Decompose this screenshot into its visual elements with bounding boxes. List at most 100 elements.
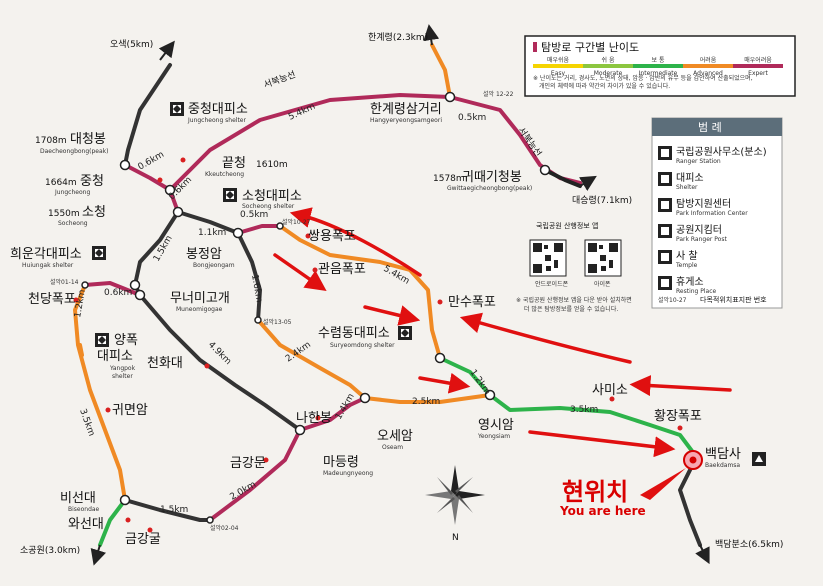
map-legend: 범 례 국립공원사무소(분소)Ranger Station대피소Shelter탐… (651, 117, 783, 309)
legend-item-english: Resting Place (676, 288, 717, 295)
node-huiungak (129, 279, 141, 291)
difficulty-level-label: 매우쉬움 (547, 56, 570, 64)
label-bongjeongam-en: Bongjeongam (193, 262, 235, 269)
label-jungcheong: 중청 (80, 174, 104, 189)
label-dist-2-5: 2.5km (412, 397, 440, 407)
label-cheonhwadae: 천화대 (147, 356, 183, 371)
qr-note-2: 더 많은 탐방정보를 얻을 수 있습니다. (524, 305, 618, 313)
label-biseondae-en: Biseondae (68, 506, 100, 513)
label-socheong: 소청 (82, 205, 106, 220)
trail-hangyeryeong-top (430, 43, 452, 99)
difficulty-level-swatch (533, 64, 583, 68)
ranger-station-icon-inner (661, 149, 669, 157)
label-baekdambunso: 백담분소(6.5km) (715, 538, 783, 550)
direction-arrows (90, 24, 710, 566)
trail-bongjeong-1027 (236, 224, 282, 235)
label-sign-12-22: 설악 12-22 (483, 90, 514, 98)
label-kkeutcheong-en: Kkeutcheong (205, 171, 244, 178)
info-center-icon-inner (661, 201, 669, 209)
trail-suryeom-yeongsi (438, 356, 492, 397)
legend-item-label: 국립공원사무소(분소) (676, 145, 767, 158)
difficulty-level-swatch (633, 64, 683, 68)
label-nahanbong: 나한봉 (296, 411, 332, 426)
legend-item-english: Ranger Station (676, 158, 721, 165)
label-you-are-here-en: You are here (559, 504, 646, 518)
trail-socheong-huiungak (133, 210, 180, 287)
arrow-to-mansu (363, 305, 421, 326)
trail-daecheong-jungcheong (123, 163, 172, 192)
temple-icon-inner (661, 253, 669, 261)
node-0204 (206, 516, 214, 524)
label-sign-10-27: 설악10-27 (282, 218, 311, 226)
label-kkeutcheong: 끝청 (222, 156, 246, 171)
legend-items: 국립공원사무소(분소)Ranger Station대피소Shelter탐방지원센… (658, 145, 767, 295)
label-dist-0-5a: 0.5km (458, 113, 486, 123)
label-dist-0-5b: 0.5km (240, 210, 268, 220)
arrow-to-suryeom (418, 372, 471, 394)
difficulty-note-1: ※ 난이도는 거리, 경사도, 노면의 상태, 암릉 · 암반의 유무 등을 감… (533, 74, 753, 82)
trail-oseam-yeongsi (363, 393, 492, 404)
difficulty-level-english: Expert (748, 70, 768, 77)
trail-baekdam-bunso (678, 458, 702, 547)
label-daecheong: 대청봉 (70, 132, 106, 147)
shelter-icon (223, 188, 237, 202)
node-1305 (254, 316, 262, 324)
label-compass-n: N (452, 533, 459, 543)
label-muneomi-en: Muneomigogae (176, 306, 223, 313)
node-suryeom (434, 352, 446, 364)
difficulty-note-2: 개인의 체력에 따라 약간의 차이가 있을 수 있습니다. (539, 82, 670, 90)
arrow-daeseung (579, 175, 597, 191)
qr-note-1: ※ 국립공원 산행정보 앱을 다운 받아 설치하면 (516, 296, 632, 304)
label-ssangyong: 쌍용폭포 (308, 229, 356, 244)
trail-bongjeong-1305 (236, 231, 262, 322)
label-geumganggul: 금강굴 (125, 532, 161, 547)
arrow-oseak (158, 40, 175, 61)
arrow-to-baekdam (528, 430, 676, 458)
label-yangpok-2: 대피소 (97, 349, 133, 364)
difficulty-level-swatch (733, 64, 783, 68)
label-dist-3-5b: 3.5km (570, 405, 598, 415)
trail-gugokdamgyegok (278, 224, 442, 360)
arrow-to-gwaneum (273, 253, 327, 292)
label-madeungryeong-en: Madeungnyeong (323, 470, 373, 477)
qr-android-label: 안드로이드폰 (535, 280, 569, 288)
label-sign-01-14: 설악01-14 (50, 278, 79, 286)
label-gwittaegi: 귀때기청봉 (462, 170, 522, 185)
node-bongjeong (232, 227, 244, 239)
node-jungcheong (164, 184, 176, 196)
arrow-to-samiso (629, 375, 732, 397)
qr-code-iphone (584, 239, 622, 277)
trail-gwittaegi-daeseung (543, 168, 582, 188)
label-socheong-shelter: 소청대피소 (242, 189, 302, 204)
trail-cheondang-yangpok (78, 343, 84, 357)
label-socheong-en: Socheong (58, 220, 88, 227)
shelter-icon-inner (661, 175, 669, 183)
difficulty-level-english: Moderate (594, 70, 623, 77)
arrow-valley-upper (289, 207, 422, 277)
label-dist-1-2a: 1.2km (73, 289, 88, 319)
label-suryeomdong: 수렴동대피소 (318, 326, 390, 341)
difficulty-level-label: 어려움 (700, 56, 717, 64)
legend-item-label: 사 찰 (676, 250, 698, 262)
arrow-baekdambunso (695, 544, 710, 565)
annotation-arrows (273, 207, 732, 458)
difficulty-level-english: Easy (551, 70, 566, 77)
legend-item-english: Park Ranger Post (676, 236, 727, 243)
shelter-icon (92, 246, 106, 260)
label-geumgangmun: 금강문 (230, 456, 266, 471)
trail-socheong-bongjeong (176, 210, 240, 235)
label-daecheong-height: 1708m (35, 136, 67, 146)
label-dist-1-5b: 1.5km (160, 505, 188, 515)
label-hangyeryeong: 한계령삼거리 (370, 102, 442, 117)
temple-icon (752, 452, 766, 466)
label-baekdamsa-en: Baekdamsa (705, 462, 740, 469)
label-bongjeongam: 봉정암 (186, 247, 222, 262)
difficulty-level-english: Intermediate (639, 70, 678, 77)
difficulty-level-swatch (683, 64, 733, 68)
label-kkeutcheong-height: 1610m (256, 160, 288, 170)
qr-code-android (529, 239, 567, 277)
trail-1305-oseam (256, 318, 367, 400)
